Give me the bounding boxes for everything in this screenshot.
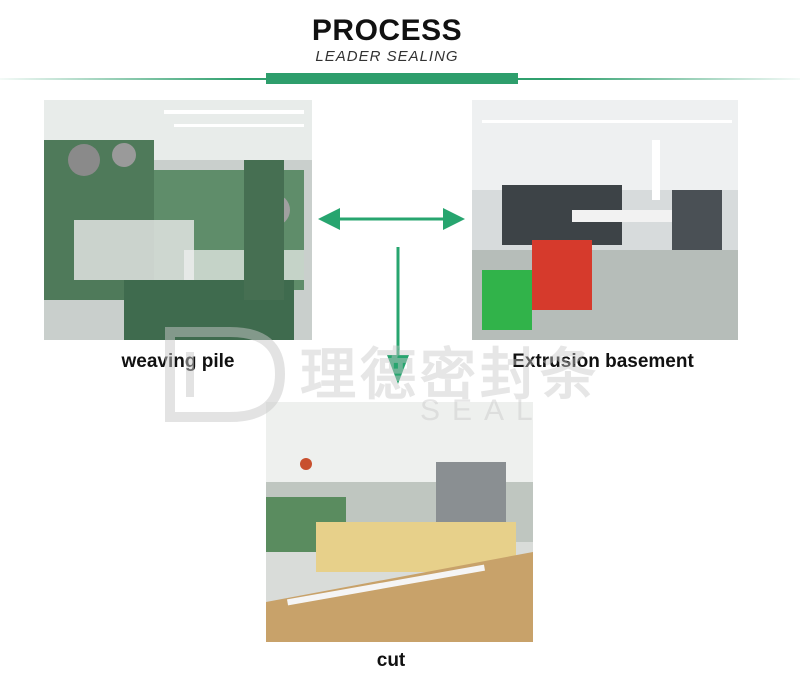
watermark-sub: SEAL [420, 394, 545, 427]
page-subtitle: LEADER SEALING [315, 48, 459, 65]
cut-caption: cut [376, 650, 406, 671]
header-divider-bar [266, 73, 518, 84]
cut-photo [266, 402, 533, 642]
horizontal-double-arrow-icon [318, 208, 465, 230]
extrusion-basement-caption: Extrusion basement [512, 351, 694, 372]
watermark-text: 理德密封条 [300, 343, 600, 406]
page-title: PROCESS [311, 14, 463, 47]
weaving-pile-photo [44, 100, 312, 340]
extrusion-basement-photo [472, 100, 738, 340]
down-arrow-icon [387, 247, 409, 384]
